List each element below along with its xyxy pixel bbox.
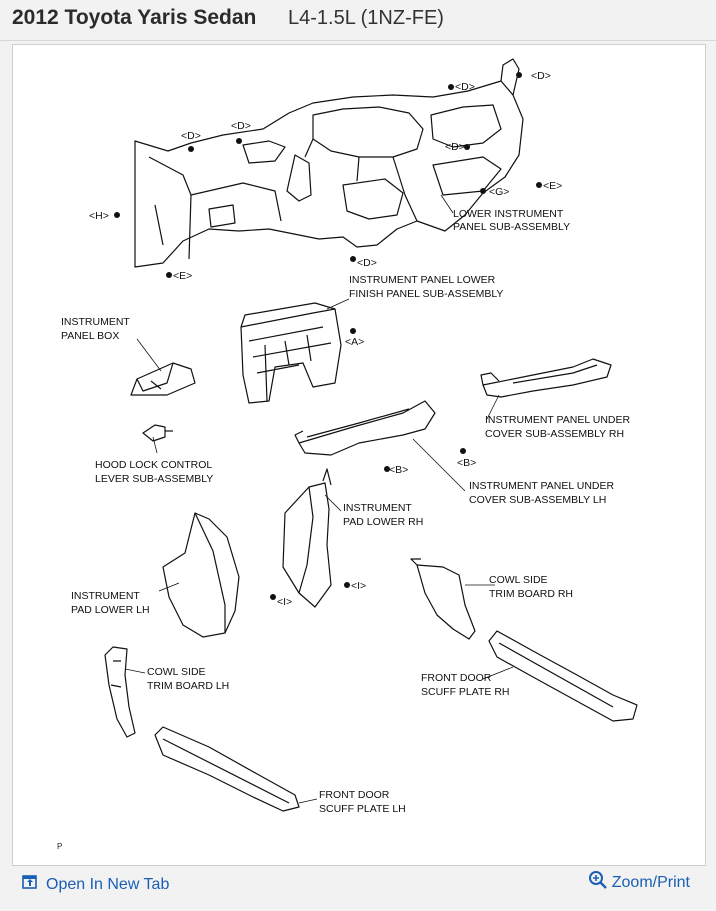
engine-spec: L4-1.5L (1NZ-FE): [288, 7, 444, 29]
label-lower-panel: PANEL SUB-ASSEMBLY: [453, 221, 570, 233]
label-pad-lh: INSTRUMENT: [71, 590, 140, 602]
fastener-tag: <B>: [389, 464, 408, 476]
label-cowl-lh: COWL SIDE: [147, 666, 206, 678]
label-scuff-lh: FRONT DOOR: [319, 789, 390, 801]
fastener-tag: <H>: [89, 210, 109, 222]
label-pad-rh: PAD LOWER RH: [343, 516, 423, 528]
label-finish-panel: INSTRUMENT PANEL LOWER: [349, 274, 496, 286]
lower-instrument-panel-part: [134, 58, 524, 268]
finish-panel-part: [240, 302, 342, 404]
label-under-cover-lh: INSTRUMENT PANEL UNDER: [469, 480, 614, 492]
scuff-rh-part: [488, 630, 638, 722]
label-lower-panel: LOWER INSTRUMENT: [453, 208, 564, 220]
label-hood-lock: LEVER SUB-ASSEMBLY: [95, 473, 213, 485]
pad-lower-rh-part: [282, 468, 332, 608]
vehicle-title: 2012 Toyota Yaris Sedan: [12, 6, 257, 29]
fastener-tag: <D>: [531, 70, 551, 82]
scuff-lh-part: [154, 726, 300, 812]
label-scuff-lh: SCUFF PLATE LH: [319, 803, 406, 815]
panel-box-part: [130, 362, 196, 396]
open-new-tab-icon: [22, 874, 40, 895]
label-panel-box: INSTRUMENT: [61, 316, 130, 328]
fastener-tag: <I>: [277, 596, 292, 608]
label-under-cover-lh: COVER SUB-ASSEMBLY LH: [469, 494, 606, 506]
label-pad-lh: PAD LOWER LH: [71, 604, 150, 616]
fastener-tag: <E>: [543, 180, 562, 192]
label-cowl-rh: COWL SIDE: [489, 574, 548, 586]
cowl-lh-part: [104, 646, 136, 738]
magnifier-plus-icon: [588, 870, 608, 895]
label-pad-rh: INSTRUMENT: [343, 502, 412, 514]
pad-lower-lh-part: [162, 512, 240, 638]
label-cowl-rh: TRIM BOARD RH: [489, 588, 573, 600]
fastener-tag: <D>: [455, 81, 475, 93]
fastener-tag: <G>: [489, 186, 509, 198]
fastener-tag: <D>: [231, 120, 251, 132]
open-in-new-tab-label: Open In New Tab: [46, 875, 170, 893]
zoom-print-label: Zoom/Print: [611, 873, 690, 891]
parts-diagram: <D> <D> <D> <D> <H> <D> <E> <G> <E> <D> …: [61, 58, 638, 815]
fastener-tag: <D>: [445, 141, 465, 153]
label-finish-panel: FINISH PANEL SUB-ASSEMBLY: [349, 288, 503, 300]
under-cover-lh-part: [294, 400, 436, 456]
label-hood-lock: HOOD LOCK CONTROL: [95, 459, 212, 471]
fastener-tag: <B>: [457, 457, 476, 469]
page-footer: Open In New Tab Zoom/Print: [0, 866, 716, 911]
label-panel-box: PANEL BOX: [61, 330, 119, 342]
label-scuff-rh: FRONT DOOR: [421, 672, 492, 684]
fastener-tag: <D>: [181, 130, 201, 142]
diagram-frame: <D> <D> <D> <D> <H> <D> <E> <G> <E> <D> …: [12, 44, 706, 866]
hood-lock-lever-part: [142, 424, 173, 442]
fastener-tag: <A>: [345, 336, 364, 348]
zoom-print-link[interactable]: Zoom/Print: [588, 870, 690, 895]
fastener-tag: <E>: [173, 270, 192, 282]
under-cover-rh-part: [480, 358, 612, 398]
label-under-cover-rh: COVER SUB-ASSEMBLY RH: [485, 428, 624, 440]
fastener-tag: <D>: [357, 257, 377, 269]
label-under-cover-rh: INSTRUMENT PANEL UNDER: [485, 414, 630, 426]
open-in-new-tab-link[interactable]: Open In New Tab: [22, 874, 169, 895]
label-scuff-rh: SCUFF PLATE RH: [421, 686, 509, 698]
page-header: 2012 Toyota Yaris Sedan L4-1.5L (1NZ-FE): [0, 0, 716, 41]
page-mark: P: [57, 842, 63, 851]
cowl-rh-part: [410, 558, 476, 640]
label-cowl-lh: TRIM BOARD LH: [147, 680, 229, 692]
fastener-tag: <I>: [351, 580, 366, 592]
